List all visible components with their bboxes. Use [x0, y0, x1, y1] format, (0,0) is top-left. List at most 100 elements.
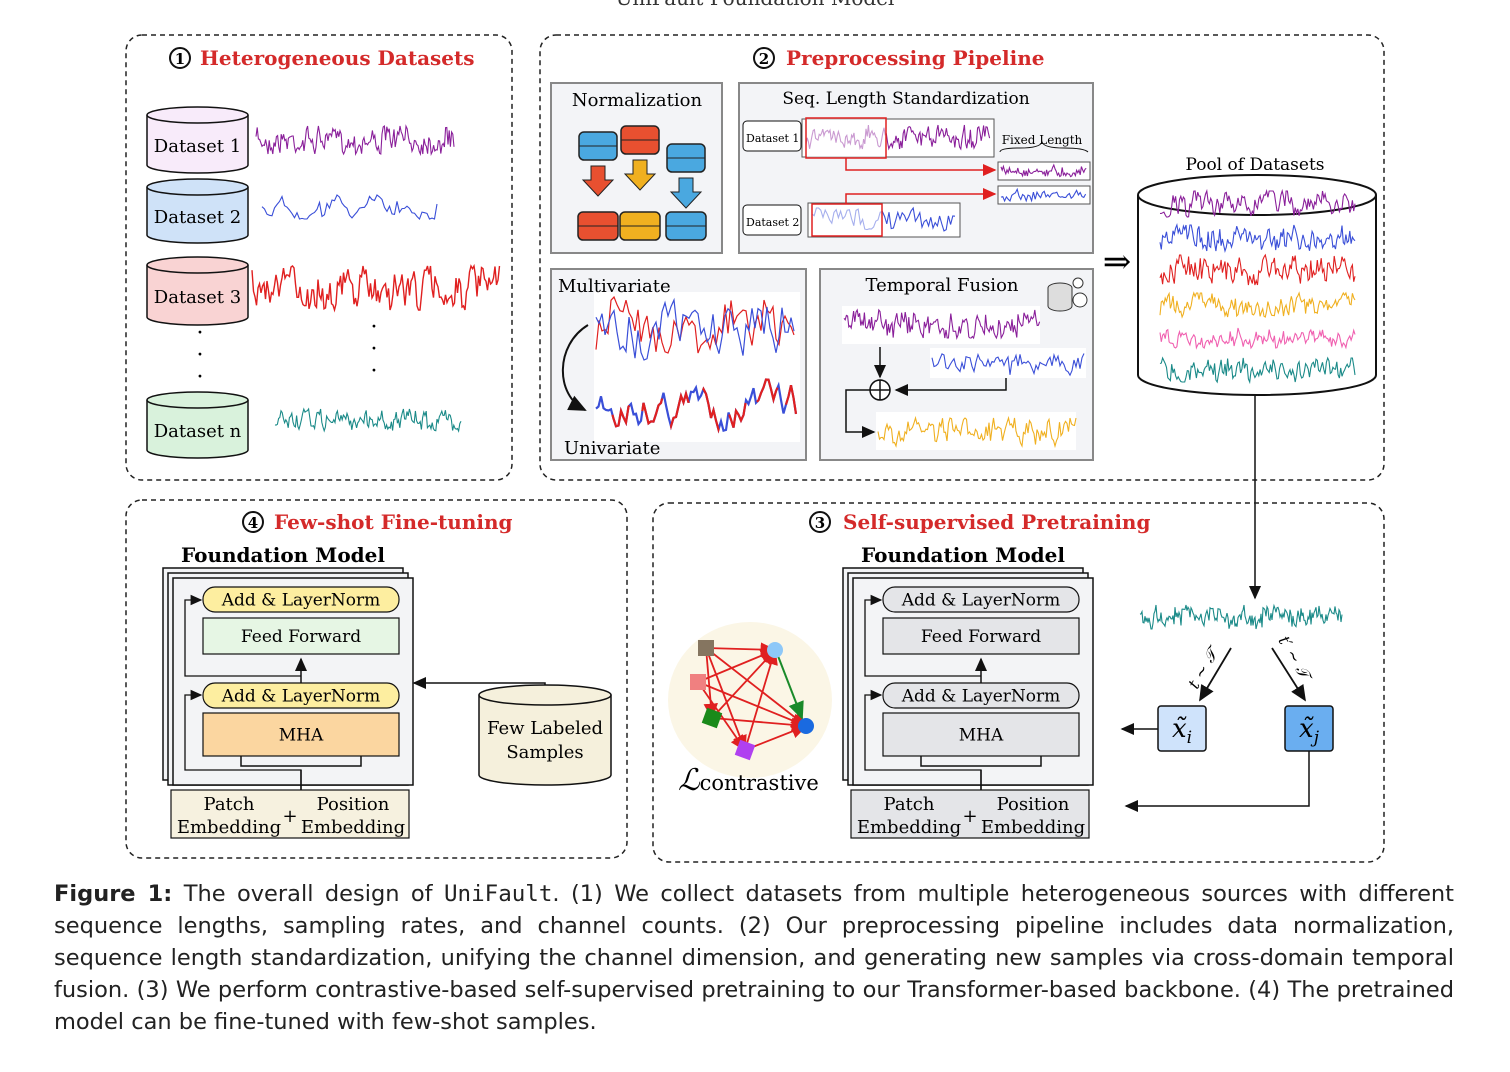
database-icon: [578, 131, 618, 161]
svg-text:Dataset 2: Dataset 2: [746, 216, 799, 229]
database-gear-icon: [1047, 277, 1088, 312]
add-layernorm-label: Add & LayerNorm: [901, 687, 1061, 707]
negative-pair-edge: [744, 724, 808, 751]
svg-text:·: ·: [371, 315, 378, 340]
feed-forward-label: Feed Forward: [921, 627, 1041, 647]
svg-text:·: ·: [197, 365, 204, 390]
mha-label: MHA: [279, 726, 324, 746]
svg-text:·: ·: [371, 359, 378, 384]
down-arrow-icon: [623, 159, 657, 191]
waveform: [1139, 603, 1343, 630]
svg-text:Few Labeled: Few Labeled: [487, 718, 603, 739]
svg-text:·: ·: [197, 343, 204, 368]
normalization-label: Normalization: [572, 90, 703, 111]
svg-text:x̃j: x̃j: [1299, 714, 1320, 748]
embedding-label: Embedding: [177, 817, 281, 838]
embedding-label: +: [962, 806, 977, 827]
waveform: [1000, 187, 1087, 203]
svg-text:Fixed Length: Fixed Length: [1002, 133, 1083, 147]
svg-text:t′ ∼ 𝒯: t′ ∼ 𝒯: [1275, 633, 1317, 686]
svg-text:4: 4: [248, 514, 258, 532]
embedding-label: Position: [997, 794, 1070, 815]
double-arrow-icon: ⇒: [1103, 242, 1132, 282]
waveform: [1159, 188, 1356, 218]
waveform: [1159, 223, 1356, 254]
waveform: [1159, 327, 1356, 350]
waveform: [1000, 163, 1087, 178]
dataset-cylinder: Dataset 2: [146, 178, 249, 244]
embedding-label: Position: [317, 794, 390, 815]
waveform: [843, 308, 1041, 340]
waveform: [931, 352, 1085, 377]
feed-forward: [202, 617, 400, 655]
embedding-label: Embedding: [981, 817, 1085, 838]
sample-node: [690, 674, 706, 690]
foundation-model-title: Foundation Model: [861, 543, 1065, 567]
figure-diagram: UniFault Foundation Model 1 Heterogeneou…: [125, 0, 1385, 863]
add-layernorm: [882, 586, 1080, 613]
figure-caption: Figure 1: The overall design of UniFault…: [54, 881, 1454, 1035]
feed-forward-label: Feed Forward: [241, 627, 361, 647]
embedding-label: Embedding: [857, 817, 961, 838]
svg-text:2: 2: [759, 50, 769, 68]
pool-label: Pool of Datasets: [1185, 155, 1324, 175]
waveform: [1159, 356, 1356, 385]
down-arrow-icon: [669, 177, 703, 209]
temporal-fusion-label: Temporal Fusion: [865, 275, 1018, 296]
dataset-cylinder: Dataset 1: [146, 106, 249, 174]
dataset-label: Dataset 2: [154, 207, 241, 228]
waveform: [595, 295, 795, 354]
down-arrow-icon: [581, 165, 615, 197]
panel4-title: Few-shot Fine-tuning: [274, 510, 513, 534]
add-layernorm: [202, 586, 400, 613]
seq-length-label: Seq. Length Standardization: [782, 89, 1029, 109]
panel-self-supervised-pretraining: 3 Self-supervised Pretraining Foundation…: [652, 502, 1385, 863]
sample-node: [734, 739, 756, 761]
svg-text:·: ·: [371, 337, 378, 362]
sample-node: [767, 642, 783, 658]
panel1-title: Heterogeneous Datasets: [200, 46, 475, 70]
contrastive-loss-label: ℒcontrastive: [678, 763, 819, 798]
embedding-label: Embedding: [301, 817, 405, 838]
foundation-model-title: Foundation Model: [181, 543, 385, 567]
contrastive-graph: [668, 622, 832, 778]
database-icon: [666, 143, 706, 173]
embedding-label: Patch: [884, 794, 935, 815]
svg-text:Dataset 1: Dataset 1: [746, 132, 799, 145]
embedding-box: [170, 789, 410, 839]
panel-preprocessing-pipeline: 2 Preprocessing Pipeline Normalization S…: [539, 34, 1385, 481]
svg-text:1: 1: [175, 50, 185, 68]
mha-label: MHA: [959, 726, 1004, 746]
add-layernorm-label: Add & LayerNorm: [901, 591, 1061, 611]
svg-text:3: 3: [815, 514, 825, 532]
negative-pair-edge: [703, 647, 718, 720]
panel-heterogeneous-datasets: 1 Heterogeneous Datasets Dataset 1 Datase…: [125, 34, 513, 481]
panel-few-shot-fine-tuning: 4 Few-shot Fine-tuning Foundation ModelA…: [125, 499, 628, 859]
embedding-box: [850, 789, 1090, 839]
sample-node: [701, 707, 723, 729]
waveform: [595, 297, 795, 361]
crop-window: [811, 203, 883, 237]
sample-node: [798, 718, 814, 734]
dataset-label: Dataset 1: [154, 136, 241, 157]
multivariate-label: Multivariate: [558, 276, 671, 297]
figure-title: UniFault Foundation Model: [616, 0, 895, 10]
waveform: [1159, 253, 1356, 286]
positive-pair-edge: [777, 655, 804, 720]
mha: [202, 712, 400, 757]
waveform: [274, 407, 462, 433]
dataset-cylinder: Dataset 3: [146, 256, 249, 326]
embedding-label: +: [282, 806, 297, 827]
add-layernorm-label: Add & LayerNorm: [221, 687, 381, 707]
svg-text:Samples: Samples: [506, 742, 583, 763]
negative-pair-edge: [705, 647, 747, 752]
embedding-label: Patch: [204, 794, 255, 815]
svg-text:t ∼ 𝒯: t ∼ 𝒯: [1184, 642, 1224, 692]
negative-pair-edge: [744, 648, 778, 751]
dataset-label: Dataset n: [154, 421, 242, 442]
panel3-title: Self-supervised Pretraining: [843, 510, 1150, 534]
add-layernorm-label: Add & LayerNorm: [221, 591, 381, 611]
dataset-label: Dataset 3: [154, 287, 241, 308]
waveform: [1159, 291, 1356, 319]
waveform: [251, 263, 501, 313]
